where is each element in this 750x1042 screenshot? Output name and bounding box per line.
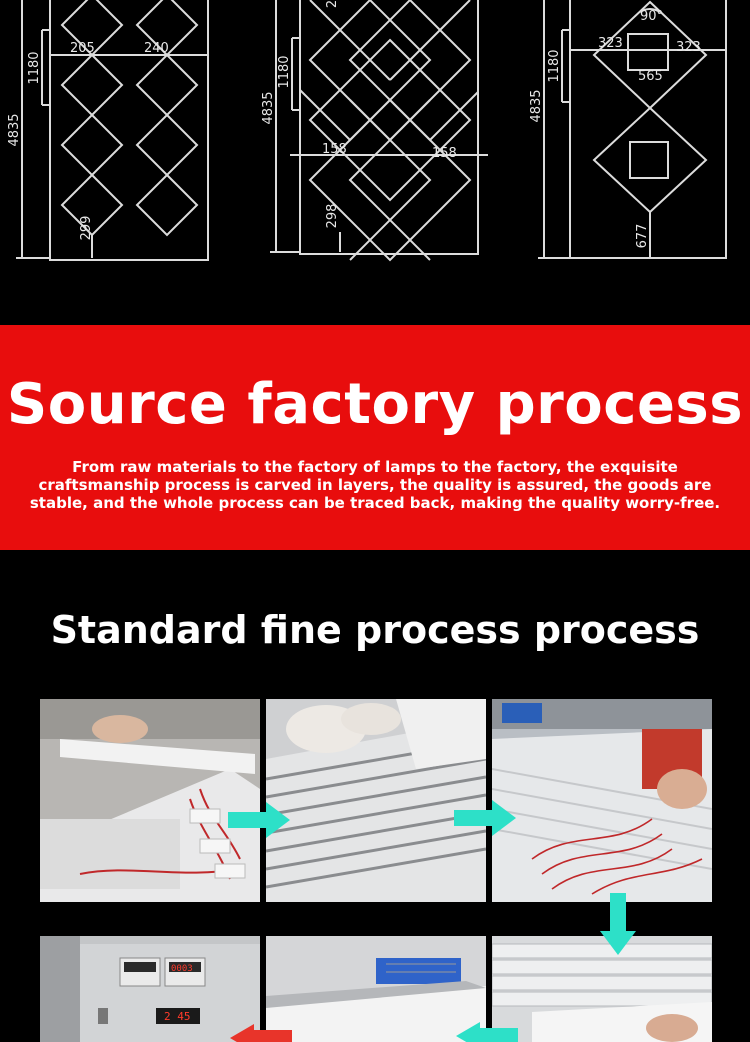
banner-description: From raw materials to the factory of lam… <box>29 458 721 512</box>
diagram2-seg-label: 1180 <box>277 55 292 88</box>
diagram1-bottom-label: 299 <box>79 216 94 241</box>
counter-display: 2 45 <box>164 1010 191 1023</box>
flow-arrow-down <box>600 893 636 955</box>
photo-aging-test-panel: 0003 2 45 <box>40 936 260 1042</box>
diagram3-seg-label: 1180 <box>547 49 562 82</box>
diagram1-dim-b: 240 <box>144 41 169 56</box>
diagram3-bottom-label: 677 <box>635 224 650 249</box>
diagram1-seg-label: 1180 <box>27 51 42 84</box>
flow-arrow-right-2 <box>454 800 516 836</box>
cad-diagrams-strip: 4835 1180 205 240 299 4835 1180 2 158 15… <box>0 0 750 325</box>
flow-arrow-left-2 <box>230 1024 292 1042</box>
cad-drawings: 4835 1180 205 240 299 4835 1180 2 158 15… <box>7 0 727 262</box>
photo-profile-wiring <box>40 699 260 902</box>
photo-crate-production <box>266 936 486 1042</box>
diagram2-top-label: 2 <box>325 0 340 8</box>
banner-title: Source factory process <box>6 372 744 437</box>
diagram2-dim-left: 158 <box>322 142 347 157</box>
diagram3-height-label: 4835 <box>529 89 544 122</box>
diagram-2 <box>270 0 488 262</box>
diagram1-height-label: 4835 <box>7 113 22 146</box>
timer-display: 0003 <box>171 964 193 974</box>
photo-soldering-wires <box>492 699 712 902</box>
photo-finished-profiles <box>492 936 712 1042</box>
flow-arrow-right-1 <box>228 802 290 838</box>
diagram3-dim-left: 323 <box>598 36 623 51</box>
diagram-3 <box>538 0 727 259</box>
section-title: Standard fine process process <box>50 608 700 652</box>
diagram2-height-label: 4835 <box>261 91 276 124</box>
diagram3-angle-label: 90° <box>640 9 663 24</box>
photo-led-strip-assembly <box>266 699 486 902</box>
diagram2-dim-right: 158 <box>432 146 457 161</box>
red-banner <box>0 325 750 550</box>
diagram-1 <box>16 0 209 261</box>
diagram3-dim-right: 323 <box>676 40 701 55</box>
diagram3-dim-mid: 565 <box>638 69 663 84</box>
flow-arrow-left-1 <box>456 1022 518 1042</box>
diagram1-dim-a: 205 <box>70 41 95 56</box>
diagram2-bottom-label: 298 <box>325 204 340 229</box>
